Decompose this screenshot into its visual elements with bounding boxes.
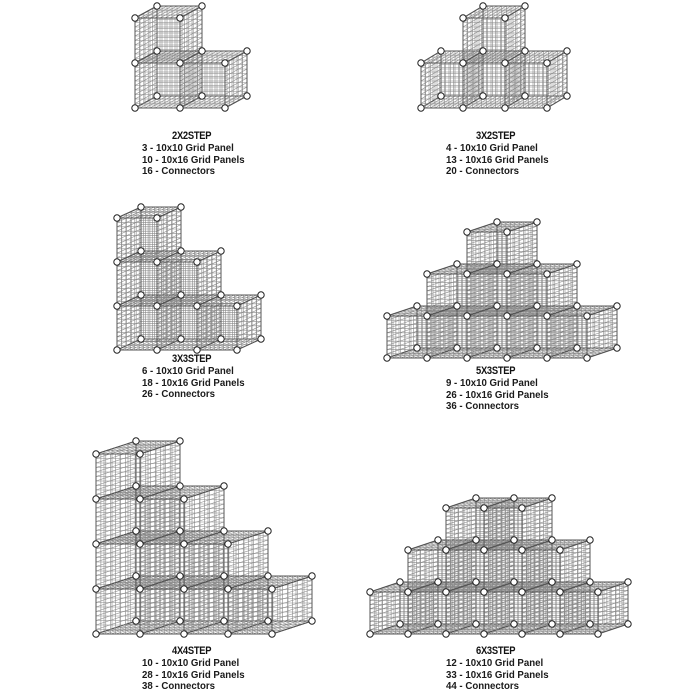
config-title: 5X3STEP bbox=[476, 365, 516, 377]
part-line: 18 - 10x16 Grid Panels bbox=[142, 376, 245, 389]
part-line: 28 - 10x16 Grid Panels bbox=[142, 668, 245, 681]
part-line: 12 - 10x10 Grid Panel bbox=[446, 657, 544, 669]
part-line: 36 - Connectors bbox=[446, 400, 520, 412]
config-title: 3X3STEP bbox=[172, 353, 212, 365]
caption-2x2: 2X2STEP 3 - 10x10 Grid Panel 10 - 10x16 … bbox=[142, 130, 254, 178]
part-line: 4 - 10x10 Grid Panel bbox=[446, 142, 538, 154]
caption-4x4: 4X4STEP 10 - 10x10 Grid Panel 28 - 10x16… bbox=[142, 645, 254, 693]
part-line: 9 - 10x10 Grid Panel bbox=[446, 377, 538, 389]
part-line: 10 - 10x10 Grid Panel bbox=[142, 657, 240, 669]
part-line: 16 - Connectors bbox=[142, 165, 216, 177]
part-line: 13 - 10x16 Grid Panels bbox=[446, 153, 549, 166]
part-line: 44 - Connectors bbox=[446, 680, 520, 692]
caption-3x3: 3X3STEP 6 - 10x10 Grid Panel 18 - 10x16 … bbox=[142, 353, 254, 401]
part-line: 6 - 10x10 Grid Panel bbox=[142, 365, 234, 377]
part-line: 10 - 10x16 Grid Panels bbox=[142, 153, 245, 166]
caption-6x3: 6X3STEP 12 - 10x10 Grid Panel 33 - 10x16… bbox=[446, 645, 558, 693]
part-line: 26 - Connectors bbox=[142, 388, 216, 400]
part-line: 26 - 10x16 Grid Panels bbox=[446, 388, 549, 401]
part-line: 3 - 10x10 Grid Panel bbox=[142, 142, 234, 154]
caption-5x3: 5X3STEP 9 - 10x10 Grid Panel 26 - 10x16 … bbox=[446, 365, 558, 413]
config-title: 2X2STEP bbox=[172, 130, 212, 142]
part-line: 20 - Connectors bbox=[446, 165, 520, 177]
part-line: 33 - 10x16 Grid Panels bbox=[446, 668, 549, 681]
config-title: 6X3STEP bbox=[476, 645, 516, 657]
config-title: 4X4STEP bbox=[172, 645, 212, 657]
caption-3x2: 3X2STEP 4 - 10x10 Grid Panel 13 - 10x16 … bbox=[446, 130, 558, 178]
part-line: 38 - Connectors bbox=[142, 680, 216, 692]
config-title: 3X2STEP bbox=[476, 130, 516, 142]
